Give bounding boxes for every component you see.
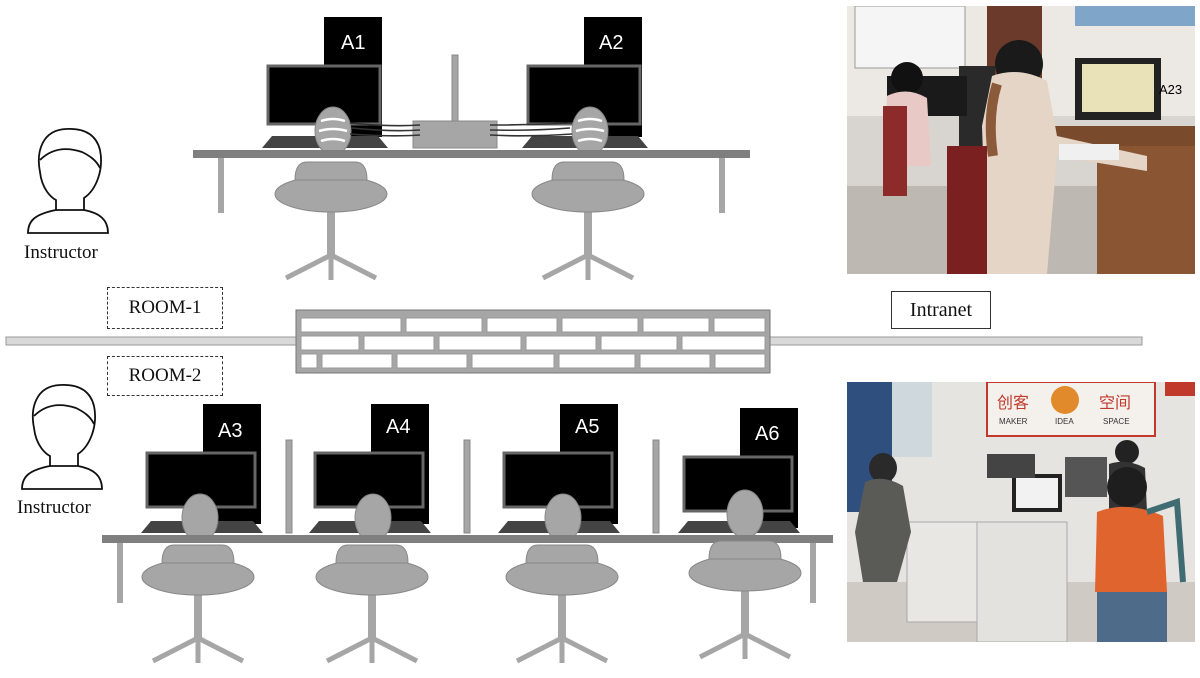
- label-a4: A4: [386, 416, 410, 438]
- amplifier-box: [412, 120, 498, 149]
- divider-panel-3: [652, 439, 660, 534]
- sign-sub-right: SPACE: [1103, 417, 1130, 426]
- intranet-label: Intranet: [891, 291, 991, 329]
- desk-top-room: [193, 150, 750, 213]
- divider-panel-2: [463, 439, 471, 534]
- chair-a6: [689, 541, 801, 659]
- monitor-a5: [498, 451, 620, 533]
- label-a2: A2: [599, 32, 623, 54]
- subject-head-a1: [314, 106, 352, 156]
- room-wall: [5, 309, 1143, 374]
- chair-a3: [142, 545, 254, 663]
- sign-sub-mid: IDEA: [1055, 417, 1074, 426]
- label-a5: A5: [575, 416, 599, 438]
- label-a3: A3: [218, 420, 242, 442]
- chair-a1: [275, 162, 387, 280]
- subject-head-a5: [544, 493, 582, 543]
- monitor-a2: [522, 64, 648, 148]
- subject-head-a3: [181, 493, 219, 543]
- photo-room2: 创客 空间 MAKER IDEA SPACE: [847, 382, 1195, 642]
- instructor-label-bottom: Instructor: [17, 497, 91, 518]
- instructor-icon-top: [27, 128, 109, 234]
- photo-tag-a23: A23: [1159, 82, 1182, 97]
- sign-right-text: 空间: [1099, 393, 1131, 412]
- instructor-icon-bottom: [21, 384, 103, 490]
- label-a1: A1: [341, 32, 365, 54]
- room2-label: ROOM-2: [107, 356, 223, 396]
- subject-head-a4: [354, 493, 392, 543]
- eeg-cables: [349, 122, 573, 137]
- photo-room1: A23: [847, 6, 1195, 274]
- room1-label: ROOM-1: [107, 287, 223, 329]
- chair-a4: [316, 545, 428, 663]
- label-a6: A6: [755, 423, 779, 445]
- chair-a5: [506, 545, 618, 663]
- desk-bottom-room: [102, 535, 833, 603]
- chair-a2: [532, 162, 644, 280]
- subject-head-a2: [571, 106, 609, 156]
- divider-panel-1: [285, 439, 293, 534]
- subject-head-a6: [726, 489, 764, 539]
- sign-sub-left: MAKER: [999, 417, 1028, 426]
- sign-left-text: 创客: [997, 393, 1029, 412]
- instructor-label-top: Instructor: [24, 242, 98, 263]
